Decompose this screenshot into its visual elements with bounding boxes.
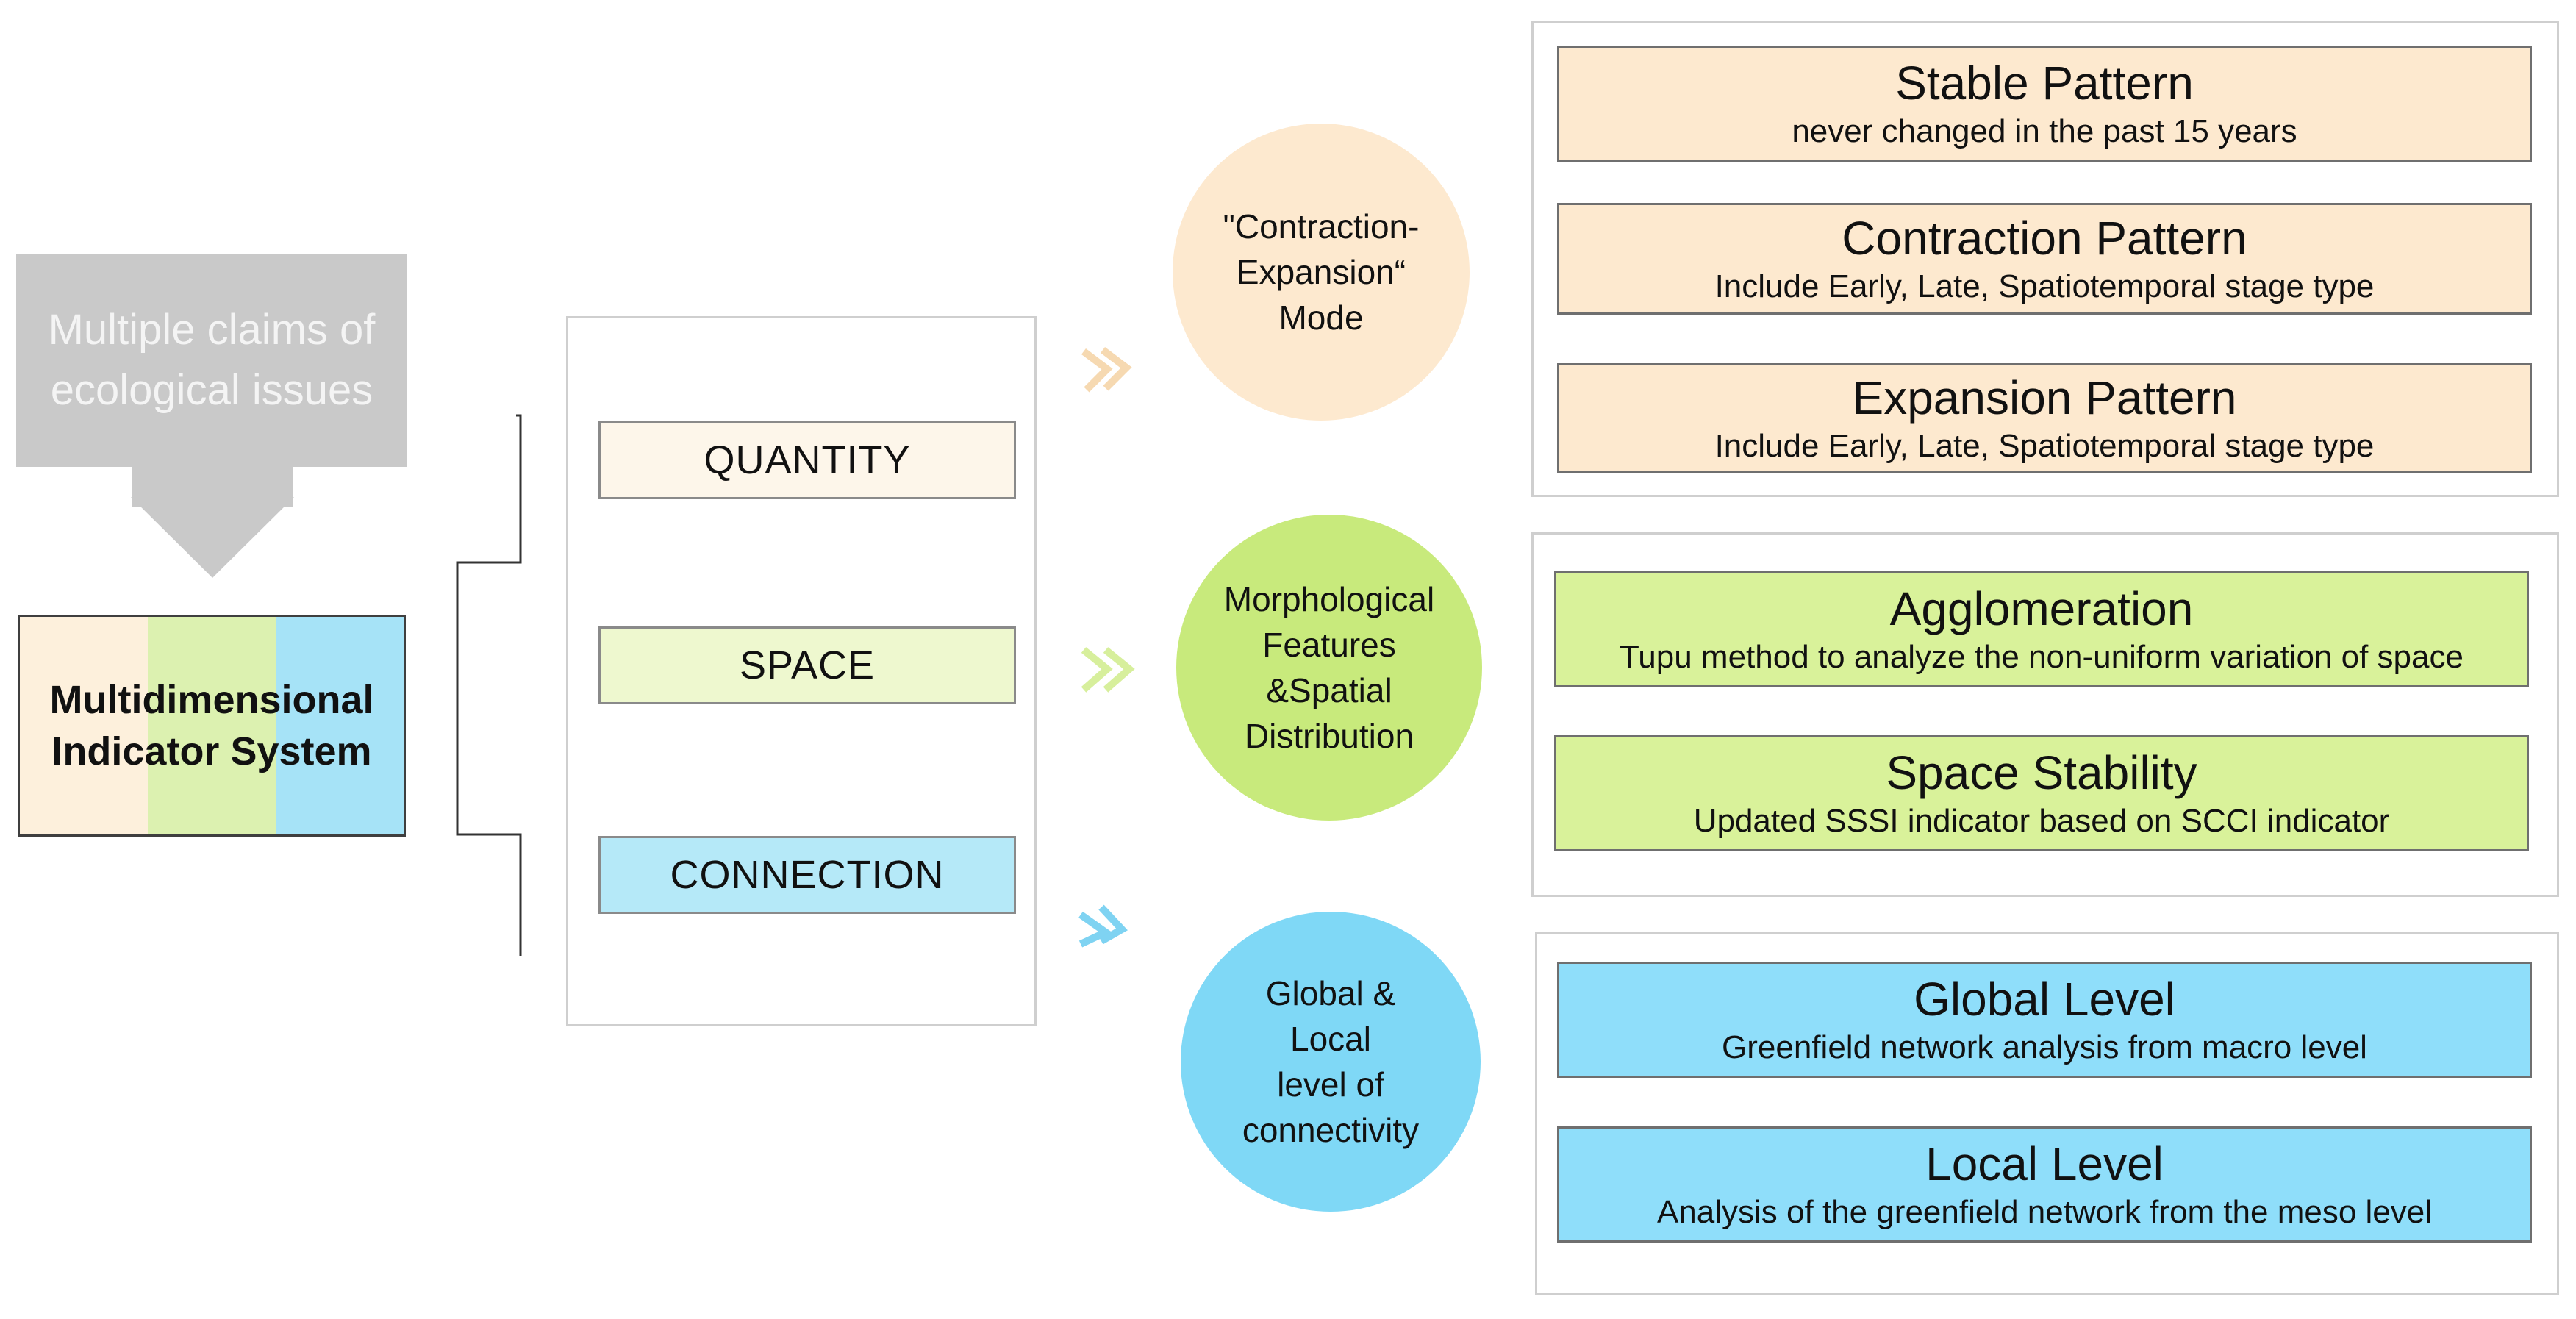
- card-title: Agglomeration: [1889, 582, 2194, 635]
- card-title: Global Level: [1914, 973, 2175, 1026]
- card-title: Stable Pattern: [1895, 57, 2194, 110]
- connection-band: [276, 617, 404, 834]
- stable-pattern-card: Stable Pattern never changed in the past…: [1557, 46, 2532, 162]
- indicator-system-label: Multidimensional Indicator System: [18, 615, 406, 837]
- card-title: Local Level: [1925, 1137, 2164, 1190]
- circle-3-line-4: connectivity: [1242, 1111, 1420, 1149]
- chevron-green-icon: [1081, 647, 1135, 693]
- global-level-card: Global Level Greenfield network analysis…: [1557, 962, 2532, 1078]
- circle-2-line-1: Morphological: [1223, 580, 1435, 618]
- card-subtitle: Include Early, Late, Spatiotemporal stag…: [1714, 268, 2375, 304]
- card-subtitle: Include Early, Late, Spatiotemporal stag…: [1714, 428, 2375, 464]
- quantity-box: QUANTITY: [598, 421, 1016, 499]
- card-title: Expansion Pattern: [1852, 371, 2237, 424]
- circle-2-line-2: Features: [1262, 626, 1396, 664]
- card-subtitle: Greenfield network analysis from macro l…: [1722, 1029, 2367, 1065]
- contraction-expansion-circle: "Contraction- Expansion“ Mode: [1173, 124, 1470, 421]
- indicator-system-box: [18, 615, 406, 837]
- circle-2-line-3: &Spatial: [1266, 671, 1392, 709]
- connection-box: CONNECTION: [598, 836, 1016, 914]
- space-stability-card: Space Stability Updated SSSI indicator b…: [1554, 735, 2529, 851]
- circle-3-line-1: Global &: [1265, 974, 1396, 1012]
- circle-3-line-2: Local: [1290, 1020, 1371, 1058]
- circle-2-line-4: Distribution: [1244, 717, 1414, 755]
- system-line-2: Indicator System: [51, 729, 372, 773]
- claims-line-1: Multiple claims of: [48, 306, 376, 354]
- chevron-orange-icon: [1081, 347, 1132, 393]
- space-box: SPACE: [598, 626, 1016, 704]
- local-level-card: Local Level Analysis of the greenfield n…: [1557, 1126, 2532, 1243]
- card-subtitle: never changed in the past 15 years: [1792, 113, 2297, 149]
- circle-1-line-1: "Contraction-: [1223, 207, 1420, 246]
- expansion-pattern-card: Expansion Pattern Include Early, Late, S…: [1557, 363, 2532, 473]
- agglomeration-card: Agglomeration Tupu method to analyze the…: [1554, 571, 2529, 687]
- card-title: Space Stability: [1886, 746, 2197, 799]
- connectivity-circle: Global & Local level of connectivity: [1181, 912, 1481, 1212]
- card-subtitle: Tupu method to analyze the non-uniform v…: [1620, 639, 2464, 675]
- space-band: [148, 617, 276, 834]
- morphological-circle: Morphological Features &Spatial Distribu…: [1176, 515, 1482, 821]
- quantity-band: [20, 617, 148, 834]
- circle-3-line-3: level of: [1277, 1065, 1384, 1104]
- card-subtitle: Analysis of the greenfield network from …: [1656, 1194, 2433, 1230]
- card-title: Contraction Pattern: [1842, 212, 2247, 265]
- circle-1-line-2: Expansion“: [1236, 253, 1406, 291]
- contraction-pattern-card: Contraction Pattern Include Early, Late,…: [1557, 203, 2532, 315]
- circle-1-line-3: Mode: [1278, 299, 1364, 337]
- system-line-1: Multidimensional: [49, 678, 374, 722]
- chevron-blue-icon: [1078, 904, 1128, 948]
- claims-arrow-body: Multiple claims of ecological issues: [16, 254, 407, 467]
- claims-line-2: ecological issues: [50, 366, 373, 414]
- card-subtitle: Updated SSSI indicator based on SCCI ind…: [1693, 803, 2390, 839]
